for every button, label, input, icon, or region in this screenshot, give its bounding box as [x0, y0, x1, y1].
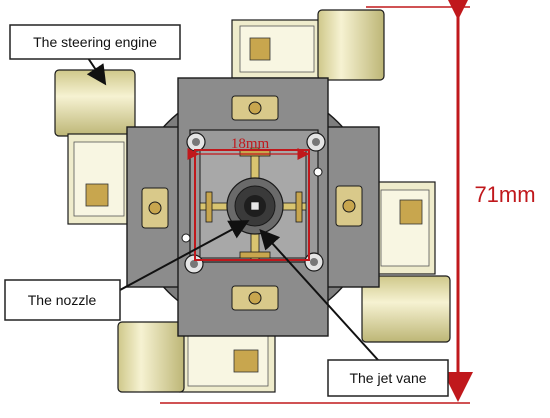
- label-box-nozzle: [4, 279, 121, 321]
- dimension-label-18mm: 18mm: [231, 136, 270, 152]
- dimension-label-71mm: 71mm: [474, 182, 535, 207]
- dimension-18mm: [187, 148, 310, 261]
- label-box-steering-engine: [9, 24, 181, 60]
- label-nozzle: The nozzle: [28, 292, 97, 308]
- servo-bottom: [117, 321, 276, 393]
- label-jet-vane: The jet vane: [349, 370, 426, 386]
- servo-left: [54, 69, 136, 225]
- shaft-couplings: [141, 95, 363, 311]
- arrow-nozzle: [119, 220, 250, 291]
- servo-top: [231, 9, 385, 81]
- servo-right: [361, 181, 451, 343]
- arrow-jet-vane: [259, 229, 379, 361]
- label-steering-engine: The steering engine: [33, 34, 157, 50]
- arrow-steering-engine: [86, 57, 107, 86]
- dimension-71mm: [160, 0, 473, 404]
- label-box-jet-vane: [327, 359, 449, 397]
- nozzle: [226, 177, 284, 235]
